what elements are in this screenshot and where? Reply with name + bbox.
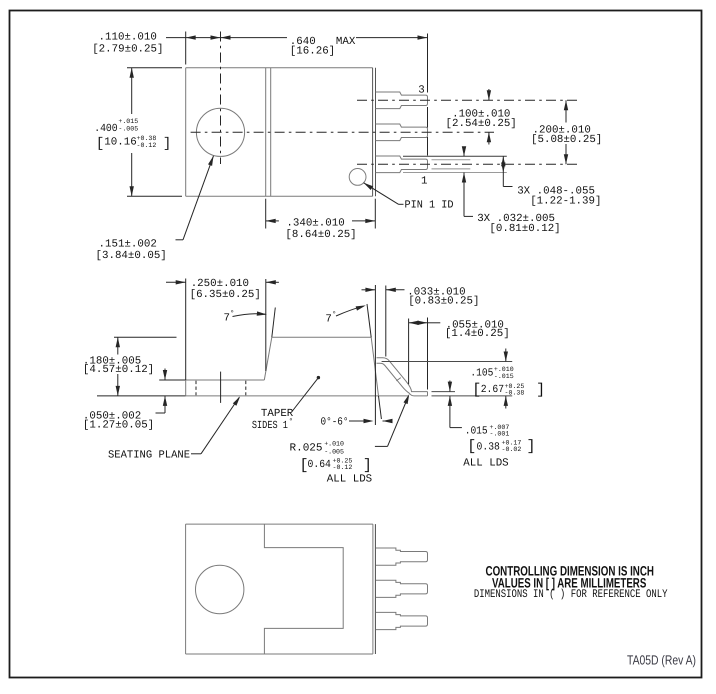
svg-text:]: ] (163, 136, 171, 152)
svg-text:0°-6°: 0°-6° (321, 417, 349, 429)
svg-text:VALUES IN [ ] ARE MILLIMETERS: VALUES IN [ ] ARE MILLIMETERS (492, 575, 646, 590)
svg-text:.110±.010: .110±.010 (99, 32, 157, 44)
svg-text:.640: .640 (290, 36, 316, 48)
svg-text:]: ] (527, 438, 536, 455)
svg-text:[16.26]: [16.26] (290, 46, 335, 58)
svg-text:SIDES 1: SIDES 1 (252, 420, 288, 432)
svg-text:-0.02: -0.02 (502, 446, 522, 453)
svg-text:]: ] (363, 457, 372, 474)
svg-text:3: 3 (418, 84, 424, 96)
svg-text:[: [ (472, 382, 481, 399)
svg-text:[3.84±0.05]: [3.84±0.05] (96, 250, 167, 262)
svg-text:+0.25: +0.25 (333, 457, 353, 464)
svg-text:-0.12: -0.12 (333, 464, 353, 471)
svg-text:.015: .015 (465, 426, 488, 438)
svg-text:TAPER: TAPER (261, 408, 294, 420)
svg-text:0.64: 0.64 (308, 459, 331, 471)
svg-text:3X .032±.005: 3X .032±.005 (477, 213, 555, 225)
svg-text:[: [ (467, 438, 476, 455)
svg-text:1: 1 (421, 176, 427, 188)
svg-text:+0.38: +0.38 (137, 135, 157, 142)
svg-text:R.025: R.025 (290, 442, 323, 454)
svg-text:.180±.005: .180±.005 (83, 356, 141, 368)
svg-text:.340±.010: .340±.010 (286, 217, 344, 229)
svg-text:[1.4±0.25]: [1.4±0.25] (445, 328, 510, 340)
svg-text:°: ° (332, 311, 337, 320)
svg-text:[1.27±0.05]: [1.27±0.05] (83, 419, 154, 431)
svg-text:[: [ (96, 136, 104, 152)
svg-text:.055±.010: .055±.010 (446, 320, 504, 332)
svg-text:+0.17: +0.17 (502, 440, 522, 447)
svg-text:-.001: -.001 (490, 431, 510, 438)
svg-text:.250±.010: .250±.010 (191, 278, 249, 290)
svg-text:[1.22-1.39]: [1.22-1.39] (530, 195, 601, 207)
svg-text:+.010: +.010 (494, 366, 514, 373)
svg-text:[4.57±0.12]: [4.57±0.12] (83, 364, 154, 376)
svg-text:.400: .400 (94, 123, 118, 135)
svg-text:-.015: -.015 (494, 373, 514, 380)
svg-text:[5.08±0.25]: [5.08±0.25] (531, 134, 602, 146)
svg-text:+.007: +.007 (490, 424, 510, 431)
svg-text:ALL LDS: ALL LDS (463, 458, 508, 470)
svg-text:[0.83±0.25]: [0.83±0.25] (408, 295, 479, 307)
svg-text:2.67: 2.67 (481, 384, 504, 396)
svg-text:-.005: -.005 (118, 126, 138, 133)
svg-text:SEATING PLANE: SEATING PLANE (108, 450, 190, 462)
svg-text:3X .048-.055: 3X .048-.055 (517, 185, 595, 197)
svg-text:+0.25: +0.25 (505, 383, 525, 390)
svg-text:.151±.002: .151±.002 (99, 238, 157, 250)
svg-text:[8.64±0.25]: [8.64±0.25] (285, 229, 356, 241)
svg-text:.105: .105 (470, 367, 493, 379)
svg-text:.100±.010: .100±.010 (452, 109, 510, 121)
svg-text:-.005: -.005 (324, 449, 344, 456)
svg-text:+.015: +.015 (118, 118, 138, 125)
svg-text:[2.54±0.25]: [2.54±0.25] (446, 118, 517, 130)
svg-text:[2.79±0.25]: [2.79±0.25] (92, 44, 163, 56)
svg-text:7: 7 (325, 314, 331, 326)
svg-text:-0.12: -0.12 (137, 142, 157, 149)
svg-text:DIMENSIONS IN ( ) FOR REFERENC: DIMENSIONS IN ( ) FOR REFERENCE ONLY (474, 588, 668, 601)
svg-text:MAX: MAX (336, 36, 356, 48)
svg-text:CONTROLLING DIMENSION IS INCH: CONTROLLING DIMENSION IS INCH (486, 564, 655, 579)
svg-text:TA05D (Rev A): TA05D (Rev A) (627, 652, 696, 667)
svg-text:PIN 1 ID: PIN 1 ID (405, 199, 454, 211)
svg-text:0.38: 0.38 (477, 441, 500, 453)
svg-text:10.16: 10.16 (104, 136, 136, 148)
svg-text:.050±.002: .050±.002 (83, 411, 141, 423)
svg-text:°: ° (289, 417, 294, 426)
svg-text:7: 7 (224, 313, 230, 325)
svg-text:[0.81±0.12]: [0.81±0.12] (489, 223, 560, 235)
svg-text:.033±.010: .033±.010 (407, 286, 465, 298)
svg-text:ALL LDS: ALL LDS (327, 474, 372, 486)
svg-text:+.010: +.010 (324, 440, 344, 447)
svg-text:-0.38: -0.38 (505, 389, 525, 396)
svg-text:[: [ (300, 457, 309, 474)
svg-text:[6.35±0.25]: [6.35±0.25] (190, 289, 261, 301)
svg-text:]: ] (536, 382, 545, 399)
svg-text:.200±.010: .200±.010 (533, 125, 591, 137)
svg-text:°: ° (230, 310, 235, 319)
